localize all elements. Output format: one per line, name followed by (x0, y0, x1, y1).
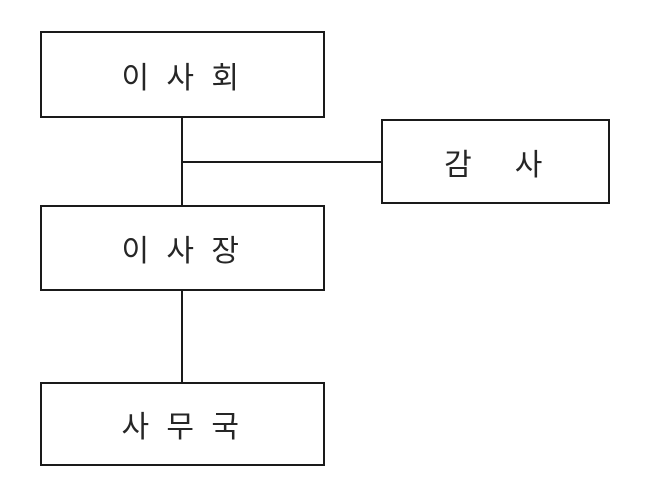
node-board-of-directors-label: 이 사 회 (121, 61, 244, 95)
connector-branch-auditor (182, 161, 381, 163)
node-secretariat: 사 무 국 (40, 382, 325, 466)
node-chairman: 이 사 장 (40, 205, 325, 291)
node-board-of-directors: 이 사 회 (40, 31, 325, 118)
node-secretariat-label: 사 무 국 (121, 411, 244, 444)
node-auditor: 감 사 (381, 119, 610, 204)
node-chairman-label: 이 사 장 (121, 235, 244, 268)
node-auditor-label: 감 사 (444, 148, 547, 182)
connector-chairman-secretariat (181, 291, 183, 382)
